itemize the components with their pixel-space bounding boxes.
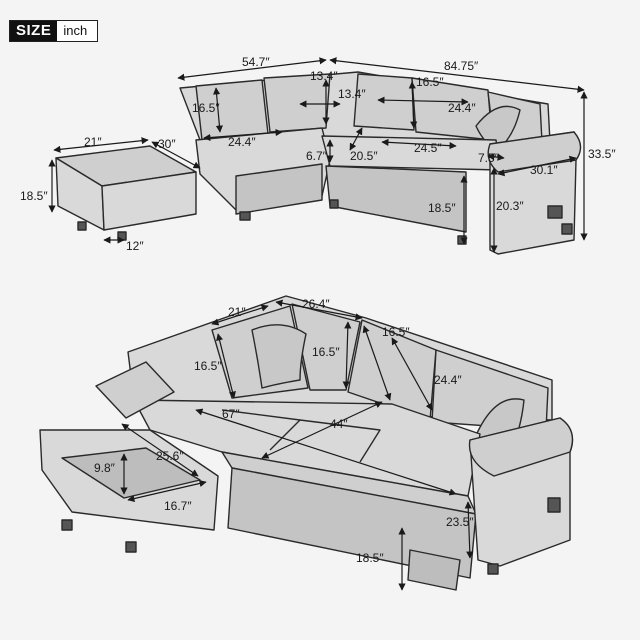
top-leg-2 xyxy=(329,199,339,209)
bottom-pullout-mech xyxy=(407,549,461,591)
dim-line-24-4-right xyxy=(377,96,469,106)
dim-line-30-1 xyxy=(497,155,577,177)
label-back-height-right: 16.5″ xyxy=(416,75,444,89)
dim-line-20-5 xyxy=(349,127,363,151)
label-height-total: 33.5″ xyxy=(588,147,616,161)
label-back-height-left: 16.5″ xyxy=(192,101,220,115)
dim-line-16-5-b1 xyxy=(216,333,236,399)
dim-line-16-5-b2 xyxy=(342,321,352,389)
label-bed-width: 44″ xyxy=(330,417,348,431)
top-right-front xyxy=(325,165,467,233)
label-back-cushion-depth: 13.4″ xyxy=(310,69,338,83)
label-ottoman-depth: 30″ xyxy=(158,137,176,151)
dim-line-30 xyxy=(151,141,201,169)
label-back-width-left: 21″ xyxy=(228,305,246,319)
dim-line-25-6 xyxy=(121,423,199,477)
dim-line-84-75 xyxy=(329,57,585,93)
label-ottoman-width: 21″ xyxy=(84,135,102,149)
label-storage-length: 25.6″ xyxy=(156,449,184,463)
top-chaise-front xyxy=(235,163,323,215)
label-ottoman-height: 18.5″ xyxy=(20,189,48,203)
dim-line-16-7 xyxy=(127,479,207,503)
dimension-lines xyxy=(48,57,588,591)
label-storage-depth: 9.8″ xyxy=(94,461,116,475)
label-seat-depth-left: 24.4″ xyxy=(228,135,256,149)
label-bed-length: 67″ xyxy=(222,407,240,421)
top-usb-panel xyxy=(547,205,563,219)
label-bottom-back-height-right: 16.5″ xyxy=(382,325,410,339)
top-ottoman-leg-1 xyxy=(77,221,87,231)
top-leg-1 xyxy=(239,211,251,221)
label-seat-gap: 20.5″ xyxy=(350,149,378,163)
size-label: SIZE xyxy=(10,21,58,41)
unit-label: inch xyxy=(57,21,98,41)
bottom-leg-3 xyxy=(487,563,499,575)
label-arm-height: 20.3″ xyxy=(496,199,524,213)
label-back-width-corner: 26.4″ xyxy=(302,297,330,311)
label-arm-width: 7.5″ xyxy=(478,151,500,165)
dim-line-24-4-left xyxy=(203,128,283,142)
dim-line-16-5-b3 xyxy=(362,325,392,401)
dimension-labels: 54.7″ 84.75″ 33.5″ 13.4″ 13.4″ 16.5″ 16.… xyxy=(20,55,616,565)
label-bottom-seat-width: 24.4″ xyxy=(434,373,462,387)
label-bottom-back-height-corner: 16.5″ xyxy=(312,345,340,359)
top-ottoman-leg-2 xyxy=(117,231,127,241)
top-leg-4 xyxy=(561,223,573,235)
bottom-sofa xyxy=(39,295,574,591)
label-width-total: 84.75″ xyxy=(444,59,479,73)
dim-line-23-5 xyxy=(464,501,474,559)
bottom-right-arm-top xyxy=(468,417,574,477)
label-seat-height: 18.5″ xyxy=(428,201,456,215)
bottom-storage-lid xyxy=(95,361,175,419)
dim-line-16-5-left xyxy=(213,87,223,133)
size-badge: SIZE inch xyxy=(9,20,99,42)
bottom-leg-2 xyxy=(125,541,137,553)
label-ottoman-leg: 12″ xyxy=(126,239,144,253)
top-sofa xyxy=(179,71,582,255)
dim-line-26-4 xyxy=(275,299,363,321)
label-back-cushion-width: 13.4″ xyxy=(338,87,366,101)
bottom-pillow-left xyxy=(251,324,307,389)
top-back-cushion-3 xyxy=(353,73,415,131)
dim-line-24-4-b xyxy=(391,337,433,411)
label-storage-width: 16.7″ xyxy=(164,499,192,513)
dim-line-54-7 xyxy=(177,57,327,81)
top-ottoman xyxy=(55,145,197,241)
dim-line-24-5 xyxy=(381,138,457,150)
label-seat-width-right: 24.4″ xyxy=(448,101,476,115)
dim-line-21-b xyxy=(211,304,269,326)
label-pullout-height: 18.5″ xyxy=(356,551,384,565)
bottom-usb-panel xyxy=(547,497,561,513)
top-ottoman-side xyxy=(101,171,197,231)
label-leg-height: 6.7″ xyxy=(306,149,328,163)
bottom-leg-1 xyxy=(61,519,73,531)
label-seat-depth-right: 24.5″ xyxy=(414,141,442,155)
dim-line-21 xyxy=(53,137,149,153)
top-leg-3 xyxy=(457,235,467,245)
label-bottom-back-height-left: 16.5″ xyxy=(194,359,222,373)
dim-line-44 xyxy=(261,401,383,459)
top-right-seat xyxy=(321,135,501,171)
label-pullout-width: 23.5″ xyxy=(446,515,474,529)
label-width-left: 54.7″ xyxy=(242,55,270,69)
label-arm-depth: 30.1″ xyxy=(530,163,558,177)
